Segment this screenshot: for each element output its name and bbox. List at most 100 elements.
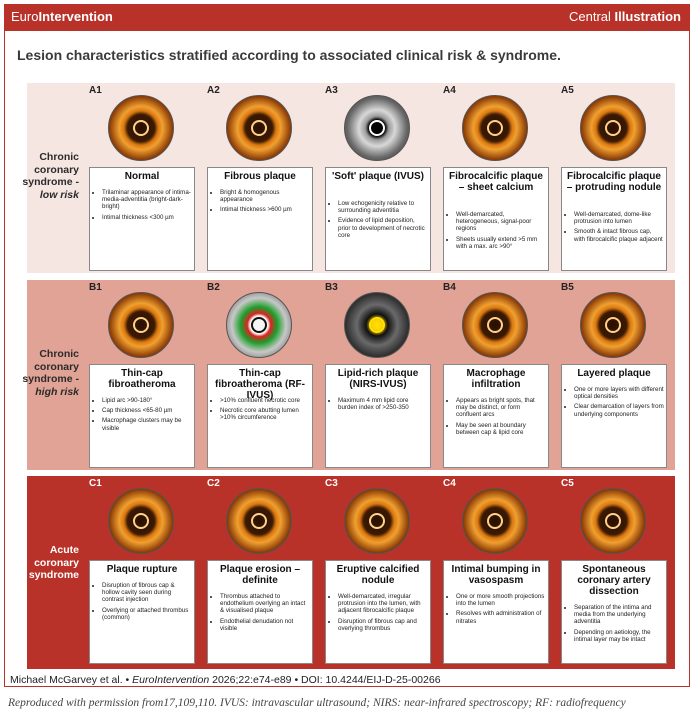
panel-id: A3 — [325, 85, 338, 96]
row-label-line: coronary — [34, 163, 79, 176]
intravascular-image — [344, 95, 410, 161]
catheter-lumen — [487, 513, 503, 529]
lesion-bullets: Separation of the intima and media from … — [565, 604, 664, 646]
lesion-title: Plaque rupture — [106, 564, 178, 575]
intravascular-image — [344, 292, 410, 358]
panel-id: C5 — [561, 478, 574, 489]
lesion-bullet: Separation of the intima and media from … — [574, 604, 664, 626]
catheter-lumen — [251, 513, 267, 529]
lesion-bullets: Well-demarcated, irregular protrusion in… — [329, 593, 428, 635]
lesion-card: Plaque ruptureDisruption of fibrous cap … — [89, 560, 195, 664]
row-label-line: Acute — [49, 544, 79, 556]
catheter-lumen — [487, 317, 503, 333]
lesion-bullet: One or more smooth projections into the … — [456, 593, 546, 607]
lesion-bullet: >10% confluent necrotic core — [220, 397, 310, 404]
lesion-card: Thin-cap fibroatheroma (RF-IVUS)>10% con… — [207, 364, 313, 468]
section-suffix: Illustration — [614, 9, 681, 24]
lesion-bullet: One or more layers with different optica… — [574, 386, 664, 400]
lesion-title: Eruptive calcified nodule — [336, 564, 420, 586]
lesion-title: Macrophage infiltration — [466, 368, 526, 390]
lesion-panel: A3'Soft' plaque (IVUS)Low echogenicity r… — [325, 85, 431, 273]
catheter-lumen — [251, 317, 267, 333]
lesion-bullet: Well-demarcated, heterogeneous, signal-p… — [456, 211, 546, 233]
intravascular-image — [108, 488, 174, 554]
lesion-card: Spontaneous coronary artery dissectionSe… — [561, 560, 667, 664]
lesion-title: Normal — [124, 171, 160, 182]
lesion-bullet: Thrombus attached to endothelium overlyi… — [220, 593, 310, 615]
citation-journal: EuroIntervention — [132, 674, 210, 686]
catheter-lumen — [133, 513, 149, 529]
panel-id: B5 — [561, 282, 574, 293]
panel-id: B4 — [443, 282, 456, 293]
lesion-card: Plaque erosion – definiteThrombus attach… — [207, 560, 313, 664]
panel-id: B3 — [325, 282, 338, 293]
intravascular-image — [226, 292, 292, 358]
page-title: Lesion characteristics stratified accord… — [17, 47, 561, 63]
catheter-lumen — [605, 513, 621, 529]
row-label-line: Chronic — [39, 348, 79, 360]
catheter-lumen — [487, 120, 503, 136]
illustration-frame: EuroIntervention Central Illustration Le… — [4, 4, 690, 687]
lesion-bullet: Clear demarcation of layers from underly… — [574, 403, 664, 417]
lesion-bullet: Depending on aetiology, the intimal laye… — [574, 629, 664, 643]
catheter-lumen — [605, 120, 621, 136]
lesion-card: Macrophage infiltrationAppears as bright… — [443, 364, 549, 468]
lesion-title: Layered plaque — [577, 368, 651, 379]
catheter-lumen — [133, 120, 149, 136]
lesion-bullet: Lipid arc >90-180° — [102, 397, 192, 404]
lesion-bullets: Low echogenicity relative to surrounding… — [329, 200, 428, 242]
header-bar: EuroIntervention Central Illustration — [5, 5, 689, 31]
lesion-bullet: Disruption of fibrous cap & hollow cavit… — [102, 582, 192, 604]
lesion-panel: A1NormalTrilaminar appearance of intima-… — [89, 85, 195, 273]
citation-authors: Michael McGarvey et al. — [10, 674, 123, 686]
lesion-title: Thin-cap fibroatheroma — [108, 368, 176, 390]
catheter-lumen — [369, 513, 385, 529]
lesion-bullet: Overlying or attached thrombus (common) — [102, 607, 192, 621]
lesion-card: NormalTrilaminar appearance of intima-me… — [89, 167, 195, 271]
lesion-bullets: Bright & homogenous appearanceIntimal th… — [211, 189, 310, 217]
intravascular-image — [226, 488, 292, 554]
reproduction-note: Reproduced with permission from17,109,11… — [8, 697, 626, 709]
catheter-lumen — [369, 317, 385, 333]
lesion-bullet: Intimal thickness >600 µm — [220, 206, 310, 213]
lesion-title: Lipid-rich plaque (NIRS-IVUS) — [337, 368, 419, 390]
brand-suffix: Intervention — [38, 9, 113, 24]
catheter-lumen — [133, 317, 149, 333]
lesion-card: Lipid-rich plaque (NIRS-IVUS) Maximum 4 m… — [325, 364, 431, 468]
lesion-bullets: Trilaminar appearance of intima-media-ad… — [93, 189, 192, 224]
intravascular-image — [580, 95, 646, 161]
brand-prefix: Euro — [11, 9, 39, 24]
panel-id: A1 — [89, 85, 102, 96]
lesion-bullet: Evidence of lipid deposition, prior to d… — [338, 217, 428, 239]
lesion-bullets: One or more smooth projections into the … — [447, 593, 546, 628]
lesion-card: Fibrocalcific plaque – protruding nodule… — [561, 167, 667, 271]
panel-id: A2 — [207, 85, 220, 96]
lesion-bullet: Cap thickness <65-80 µm — [102, 407, 192, 414]
lesion-bullet: Smooth & intact fibrous cap, with fibroc… — [574, 228, 664, 242]
intravascular-image — [226, 95, 292, 161]
lesion-title: Fibrocalcific plaque – sheet calcium — [449, 171, 543, 193]
lesion-bullet: Necrotic core abutting lumen >10% circum… — [220, 407, 310, 421]
intravascular-image — [462, 95, 528, 161]
lesion-bullets: Disruption of fibrous cap & hollow cavit… — [93, 582, 192, 624]
lesion-bullet: Low echogenicity relative to surrounding… — [338, 200, 428, 214]
lesion-card: Fibrous plaqueBright & homogenous appear… — [207, 167, 313, 271]
lesion-bullets: Maximum 4 mm lipid core burden index of … — [329, 397, 428, 414]
lesion-bullet: Disruption of fibrous cap and overlying … — [338, 618, 428, 632]
intravascular-image — [580, 292, 646, 358]
intravascular-image — [462, 488, 528, 554]
lesion-bullet: Maximum 4 mm lipid core burden index of … — [338, 397, 428, 411]
catheter-lumen — [605, 317, 621, 333]
lesion-bullets: Appears as bright spots, that may be dis… — [447, 397, 546, 439]
panel-id: C2 — [207, 478, 220, 489]
journal-brand: EuroIntervention — [11, 9, 113, 24]
lesion-bullet: Trilaminar appearance of intima-media-ad… — [102, 189, 192, 211]
lesion-bullet: Well-demarcated, irregular protrusion in… — [338, 593, 428, 615]
